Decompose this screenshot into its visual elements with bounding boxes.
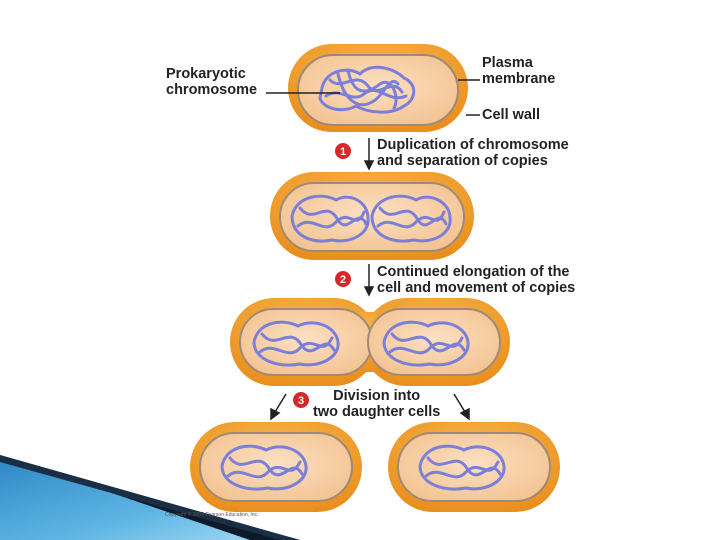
step-2-caption: Continued elongation of the cell and mov… <box>377 264 575 296</box>
step-number-2: 2 <box>340 274 346 286</box>
daughter-cell-left <box>190 422 362 512</box>
chromosome-left <box>252 320 340 367</box>
step-1-caption: Duplication of chromosome and separation… <box>377 137 569 169</box>
step-badge-2 <box>335 271 351 287</box>
chromosome-copy-a <box>290 194 370 243</box>
label-cell-wall: Cell wall <box>482 107 541 123</box>
chromosome-right <box>382 320 470 367</box>
caption-line: and separation of copies <box>377 153 548 169</box>
label-line: membrane <box>482 71 556 87</box>
chromosome-copy-b <box>370 194 452 243</box>
step-badge-1 <box>335 143 351 159</box>
label-line: Prokaryotic <box>166 66 246 82</box>
caption-line: two daughter cells <box>313 404 441 420</box>
step-number-1: 1 <box>340 146 346 158</box>
cell-original <box>288 44 468 132</box>
caption-line: Division into <box>333 388 421 404</box>
label-line: chromosome <box>166 82 258 98</box>
copyright-notice: Copyright © 2008 Pearson Education, Inc. <box>165 512 259 518</box>
cell-duplicating <box>270 172 474 260</box>
arrows-division <box>270 393 470 421</box>
label-prokaryotic-chromosome: Prokaryotic chromosome <box>166 66 257 98</box>
caption-line: cell and movement of copies <box>377 280 576 296</box>
arrow-step-1 <box>363 138 375 171</box>
cell-elongated <box>230 298 510 386</box>
step-badge-3 <box>293 392 309 408</box>
step-number-3: 3 <box>298 395 304 407</box>
caption-line: Duplication of chromosome <box>377 137 569 153</box>
label-plasma-membrane: Plasma membrane <box>482 55 555 87</box>
caption-line: Continued elongation of the <box>377 264 570 280</box>
corner-decoration <box>0 455 300 540</box>
label-line: Plasma <box>482 55 533 71</box>
step-3-caption: Division into two daughter cells <box>313 388 440 420</box>
daughter-cell-right <box>388 422 560 512</box>
arrow-step-2 <box>363 264 375 297</box>
leader-lines <box>266 79 480 116</box>
